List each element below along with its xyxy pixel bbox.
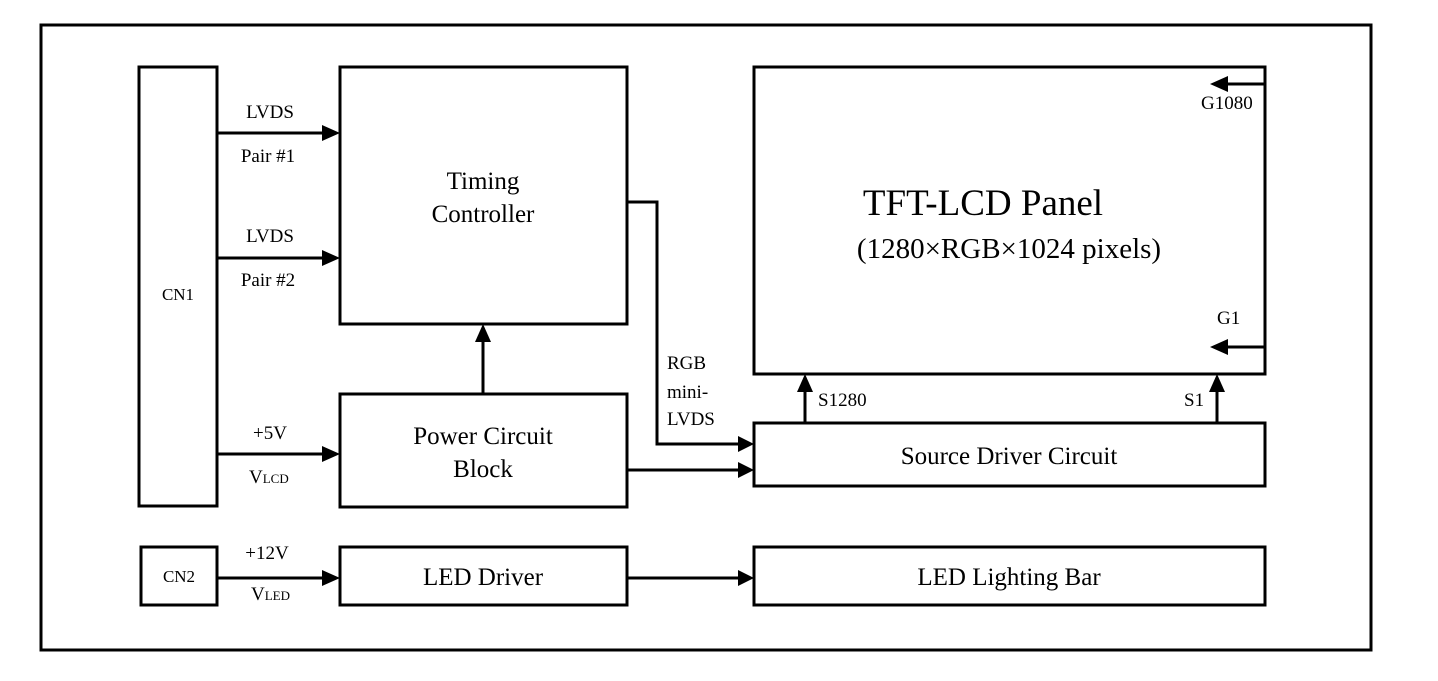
s1280-label: S1280 bbox=[818, 390, 867, 411]
g1080-label: G1080 bbox=[1201, 93, 1253, 114]
vlcd-arrowhead-icon bbox=[322, 446, 340, 462]
rgb-label-line1: RGB bbox=[667, 353, 706, 374]
g1080-arrowhead-icon bbox=[1210, 76, 1228, 92]
vlcd-label-top: +5V bbox=[253, 423, 287, 444]
outer-frame bbox=[39, 23, 1373, 652]
cn2-label: CN2 bbox=[163, 567, 195, 586]
tft-panel-subtitle: (1280×RGB×1024 pixels) bbox=[857, 233, 1161, 265]
vlcd-label-sub: LCD bbox=[263, 471, 289, 486]
vled-label-main: V bbox=[251, 584, 265, 605]
lvds-pair2-arrowhead-icon bbox=[322, 250, 340, 266]
power-to-timing-arrowhead-icon bbox=[475, 324, 491, 342]
timing-controller-label-line2: Controller bbox=[432, 201, 535, 228]
source-driver-block bbox=[752, 421, 1267, 488]
cn1-label: CN1 bbox=[162, 285, 194, 304]
rgb-label-line3: LVDS bbox=[667, 409, 715, 430]
rgb-label-line2: mini- bbox=[667, 382, 708, 403]
source-driver-label: Source Driver Circuit bbox=[901, 443, 1118, 470]
vlcd-label-bottom: VLCD bbox=[249, 467, 289, 488]
lvds-pair1-label-top: LVDS bbox=[246, 102, 294, 123]
cn1-connector-block bbox=[137, 65, 219, 508]
lvds-pair2-label-top: LVDS bbox=[246, 226, 294, 247]
timing-controller-block bbox=[338, 65, 629, 326]
power-circuit-block bbox=[338, 392, 629, 509]
vled-label-sub: LED bbox=[265, 588, 290, 603]
power-circuit-label-line2: Block bbox=[453, 456, 513, 483]
power-circuit-label-line1: Power Circuit bbox=[413, 423, 553, 450]
vlcd-label-main: V bbox=[249, 467, 263, 488]
led-lighting-bar-block bbox=[752, 545, 1267, 607]
vled-arrowhead-icon bbox=[322, 570, 340, 586]
vled-label-bottom: VLED bbox=[251, 584, 290, 605]
power-to-source-arrowhead-icon bbox=[738, 462, 754, 478]
rgb-mini-lvds-wire bbox=[627, 200, 738, 446]
lvds-pair2-label-bottom: Pair #2 bbox=[241, 270, 295, 291]
g1-label: G1 bbox=[1217, 308, 1240, 329]
timing-controller-label-line1: Timing bbox=[447, 168, 520, 195]
s1-arrowhead-icon bbox=[1209, 374, 1225, 392]
led-driver-label: LED Driver bbox=[423, 564, 544, 591]
rgb-mini-lvds-arrowhead-icon bbox=[738, 436, 754, 452]
led-driver-to-bar-arrowhead-icon bbox=[738, 570, 754, 586]
lvds-pair1-label-bottom: Pair #1 bbox=[241, 146, 295, 167]
tft-panel-title: TFT-LCD Panel bbox=[863, 183, 1103, 224]
vled-label-top: +12V bbox=[245, 543, 289, 564]
s1280-arrowhead-icon bbox=[797, 374, 813, 392]
cn2-connector-block bbox=[139, 545, 219, 607]
lvds-pair1-arrowhead-icon bbox=[322, 125, 340, 141]
s1-label: S1 bbox=[1184, 390, 1204, 411]
led-driver-block bbox=[338, 545, 629, 607]
g1-arrowhead-icon bbox=[1210, 339, 1228, 355]
tft-lcd-panel-block bbox=[752, 65, 1267, 376]
led-lighting-bar-label: LED Lighting Bar bbox=[917, 564, 1101, 591]
